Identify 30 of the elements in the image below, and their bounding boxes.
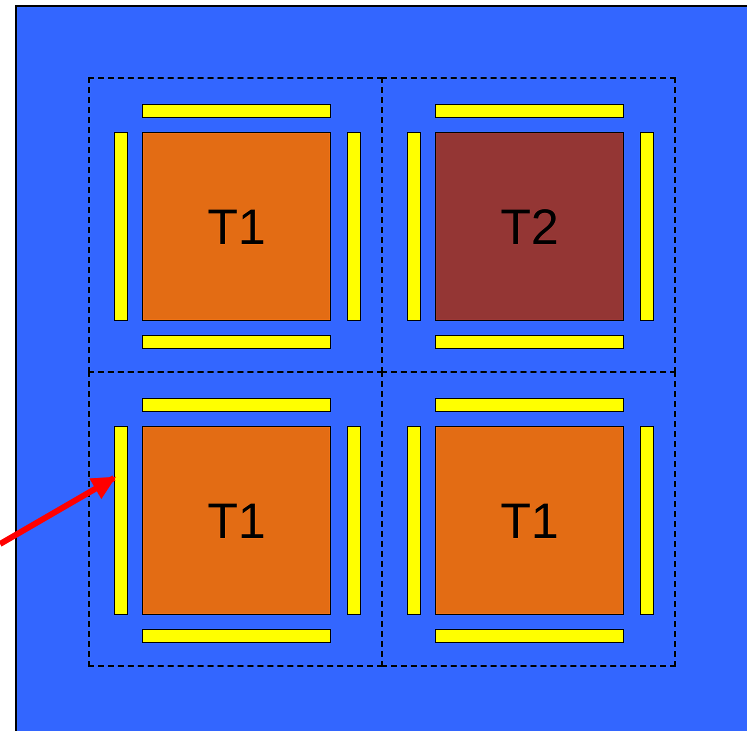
base-panel (15, 5, 747, 731)
region-outline (88, 371, 383, 667)
strip-bar (114, 426, 128, 615)
strip-bar (347, 132, 361, 321)
strip-bar (640, 426, 654, 615)
strip-bar (347, 426, 361, 615)
tile-label: T1 (207, 202, 266, 252)
region-outline (381, 371, 676, 667)
strip-bar (407, 132, 421, 321)
strip-bar (435, 104, 624, 118)
arrow (0, 475, 116, 547)
strip-bar (114, 132, 128, 321)
tile-label: T2 (500, 202, 559, 252)
tile-box (435, 426, 624, 615)
strip-bar (435, 629, 624, 643)
strip-bar (407, 426, 421, 615)
region-outline (88, 77, 383, 373)
region-outline (381, 77, 676, 373)
strip-bar (142, 398, 331, 412)
strip-bar (435, 398, 624, 412)
strip-bar (142, 629, 331, 643)
tile-label: T1 (500, 496, 559, 546)
tile-box (142, 132, 331, 321)
strip-bar (435, 335, 624, 349)
tile-box (435, 132, 624, 321)
strip-bar (142, 335, 331, 349)
strip-bar (640, 132, 654, 321)
tile-label: T1 (207, 496, 266, 546)
strip-bar (142, 104, 331, 118)
tile-box (142, 426, 331, 615)
